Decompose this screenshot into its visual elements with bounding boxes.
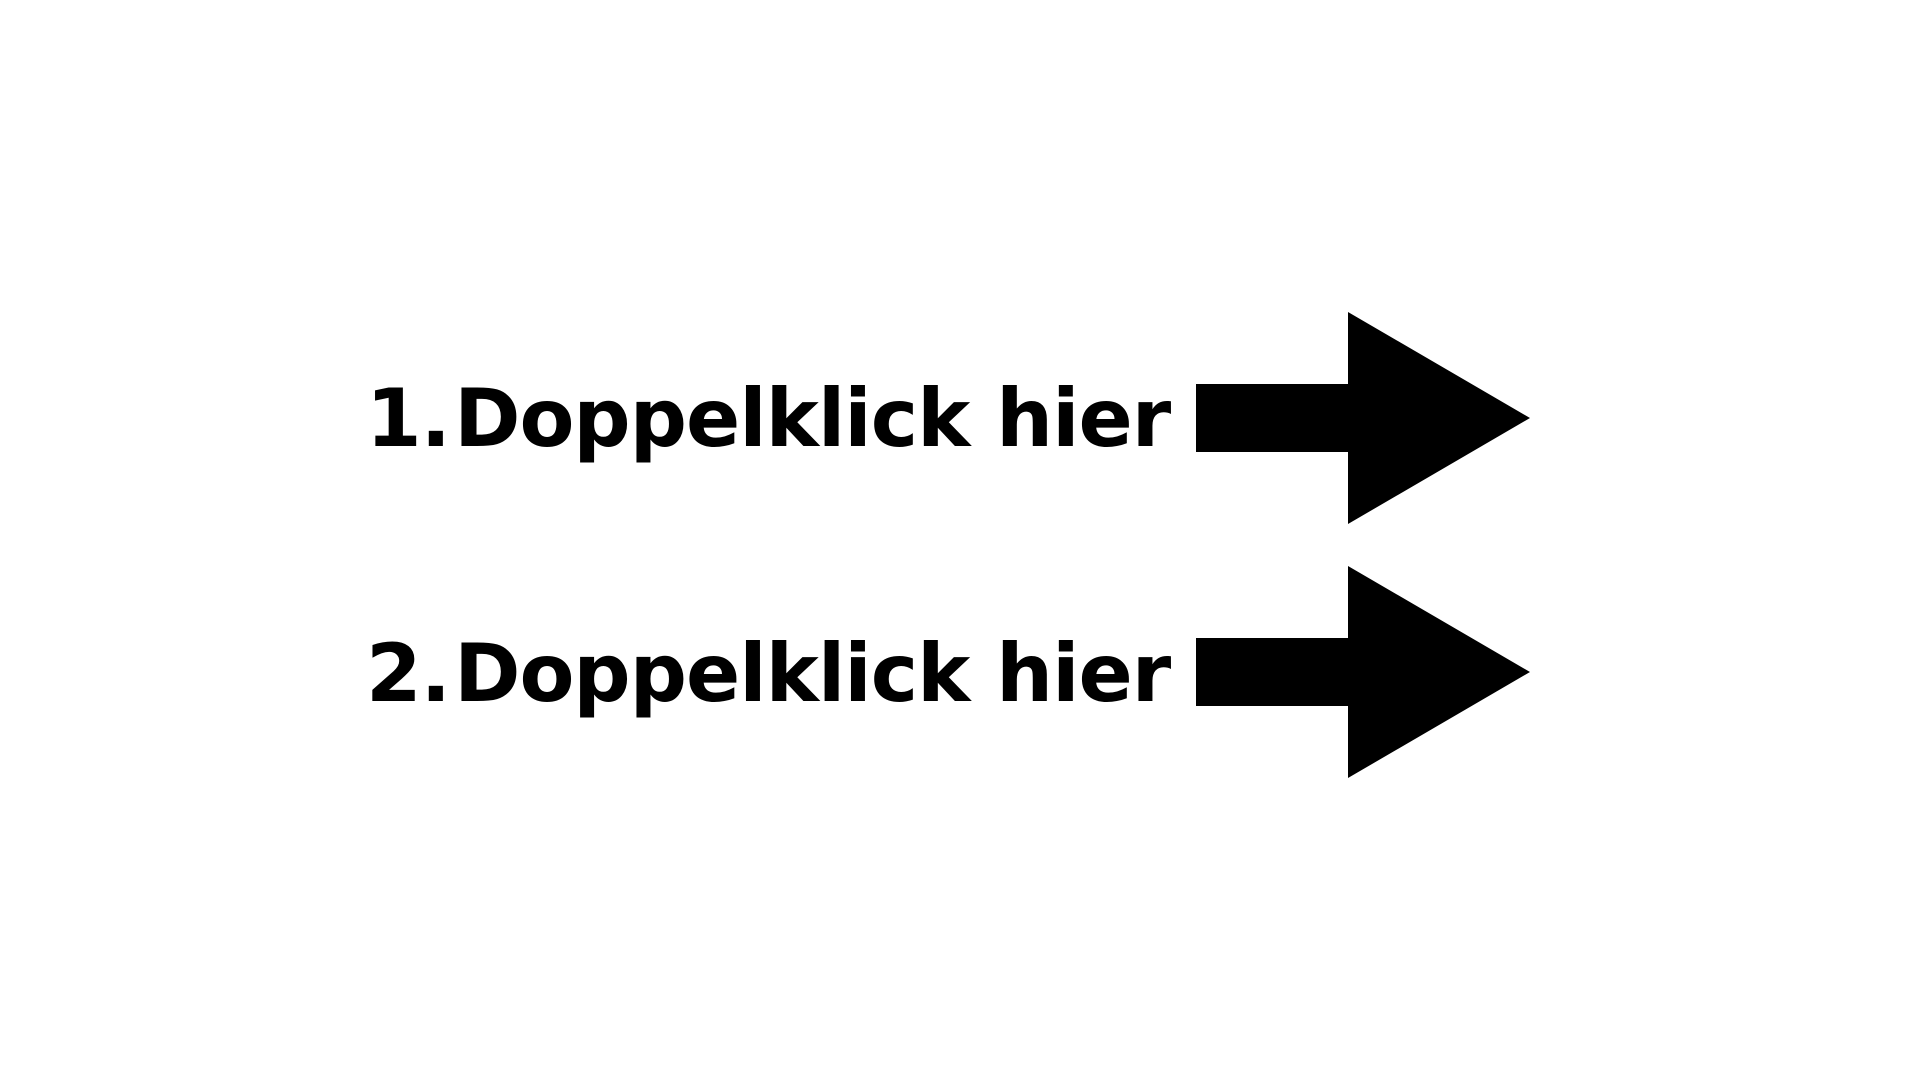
- instruction-step-2[interactable]: 2. Doppelklick hier: [366, 618, 1171, 728]
- step-number: 2.: [366, 626, 451, 720]
- instruction-step-1[interactable]: 1. Doppelklick hier: [366, 363, 1171, 473]
- step-label[interactable]: Doppelklick hier: [454, 626, 1171, 720]
- arrow-right-icon[interactable]: [1196, 566, 1530, 778]
- step-label[interactable]: Doppelklick hier: [454, 371, 1171, 465]
- step-number: 1.: [366, 371, 451, 465]
- arrow-right-icon[interactable]: [1196, 312, 1530, 524]
